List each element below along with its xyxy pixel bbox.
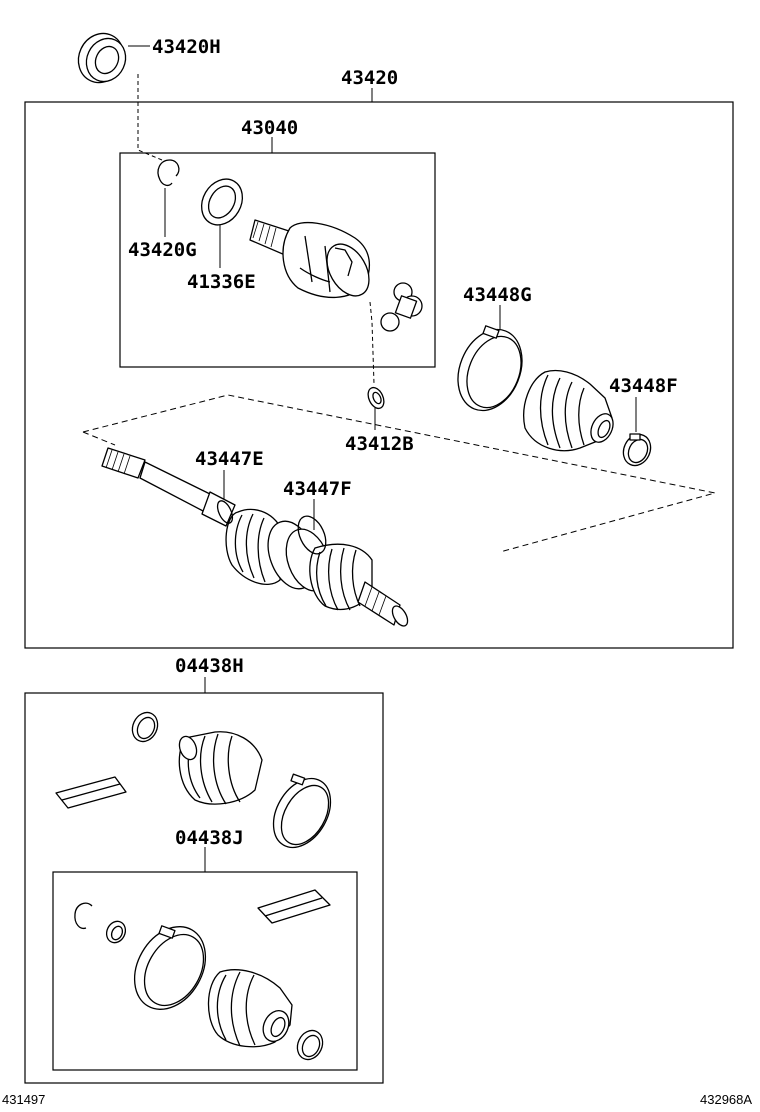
label-43448F: 43448F [609, 375, 678, 397]
snap-ring-43420G [157, 159, 180, 187]
inboard-boot [523, 369, 614, 452]
label-41336E: 41336E [187, 271, 256, 293]
kit-J-grease-pack [257, 889, 331, 924]
leader-43420H-dashed [137, 74, 163, 161]
kit-J-small-clamp [296, 1029, 324, 1061]
kit-J-small-ring [105, 920, 127, 944]
label-43448G: 43448G [463, 284, 532, 306]
assembly-frame-43420 [24, 101, 734, 649]
kit-frame-04438H [24, 692, 384, 1084]
corner-code-right: 432968A [700, 1092, 752, 1107]
label-04438H: 04438H [175, 655, 244, 677]
label-43420G: 43420G [128, 239, 197, 261]
label-43447F: 43447F [283, 478, 352, 500]
label-43447E: 43447E [195, 448, 264, 470]
kit-J-boot [207, 969, 293, 1048]
subassembly-frame-43040 [119, 152, 436, 368]
drive-shaft-assembly [101, 447, 409, 627]
kit-H-grease-pack [55, 776, 127, 809]
label-43420H: 43420H [152, 36, 221, 58]
label-43040: 43040 [241, 117, 298, 139]
kit-H-large-clamp [272, 773, 332, 849]
band-clamp-43448G [457, 325, 523, 412]
leader-43412B-dashed [369, 301, 375, 385]
ring-41336E [200, 178, 244, 226]
label-04438J: 04438J [175, 827, 244, 849]
inboard-joint-43040 [249, 219, 371, 299]
kit-H-small-clamp [131, 711, 159, 743]
shaft-boundary-dashed [82, 394, 716, 553]
band-clamp-43448F [622, 433, 652, 467]
kit-J-large-clamp [133, 925, 207, 1010]
label-43412B: 43412B [345, 433, 414, 455]
kit-J-snap-ring [74, 902, 93, 930]
oil-seal-43420H [77, 32, 127, 84]
tripod-spider [380, 282, 423, 332]
corner-code-left: 431497 [2, 1092, 45, 1107]
ring-43412B [367, 386, 385, 410]
label-43420: 43420 [341, 67, 398, 89]
kit-H-boot [178, 731, 263, 805]
shaft-boundary-dashed-left [82, 431, 116, 446]
